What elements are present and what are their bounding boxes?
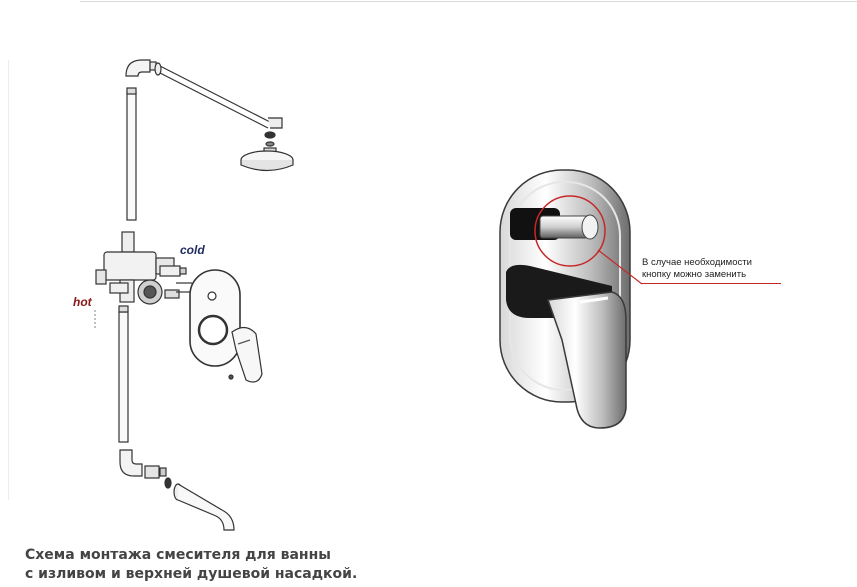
highlight-circle [534, 195, 606, 267]
shower-head [240, 147, 294, 172]
diagram-caption: Схема монтажа смесителя для ванны с изли… [25, 546, 357, 584]
wall-plate [189, 269, 241, 367]
caption-line-2: с изливом и верхней душевой насадкой. [25, 566, 358, 582]
shower-arm [154, 62, 283, 129]
hot-label: hot [73, 295, 92, 309]
note-underline [641, 283, 781, 284]
caption-line-1: Схема монтажа смесителя для ванны [25, 547, 331, 563]
button-note-line-2: кнопку можно заменить [642, 269, 747, 280]
spout-connector [144, 465, 172, 489]
diverter-button [539, 214, 599, 240]
button-note: В случае необходимости кнопку можно заме… [642, 257, 752, 281]
lever [546, 291, 627, 429]
lever-highlight [579, 296, 609, 304]
shower-nut [264, 131, 276, 139]
exploded-view [94, 59, 294, 531]
upper-pipe [126, 87, 137, 221]
button-note-line-1: В случае необходимости [642, 257, 752, 268]
mixer-product [499, 169, 643, 429]
left-edge-line [8, 60, 9, 500]
mixer-body [95, 231, 192, 305]
callout-leader [597, 249, 643, 285]
top-divider [80, 1, 857, 2]
cold-label: cold [180, 243, 205, 257]
lower-pipe [118, 305, 129, 443]
cold-stub [159, 265, 187, 277]
hot-stub [94, 282, 129, 330]
top-elbow [125, 59, 157, 77]
bottom-elbow [119, 449, 143, 477]
lever-handle [228, 326, 263, 383]
bath-spout [173, 483, 235, 531]
shower-washer [265, 141, 275, 147]
